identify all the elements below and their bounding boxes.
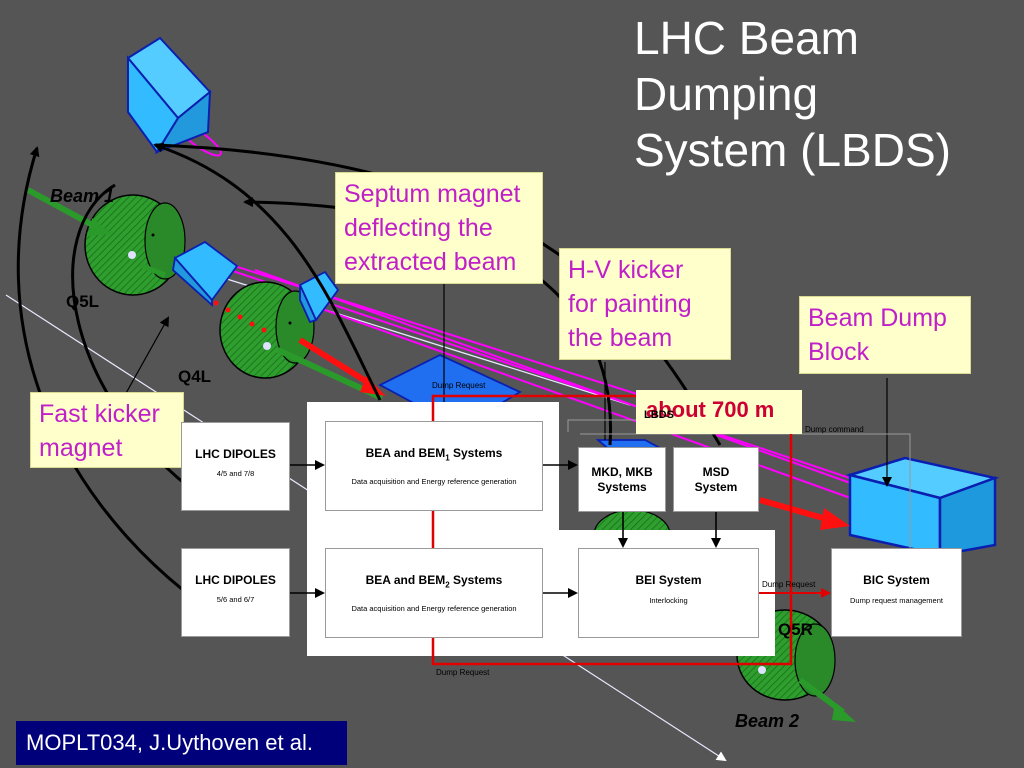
beam-dump-block-callout: Beam Dump Block — [799, 296, 971, 374]
lhc-dipoles-56-67-box: LHC DIPOLES 5/6 and 6/7 — [181, 548, 290, 637]
bea-bem1-title: BEA and BEM1 Systems — [365, 446, 503, 463]
bic-system-sub: Dump request management — [850, 596, 943, 605]
q5r-label: Q5R — [778, 620, 813, 639]
dump-request-label-bottom: Dump Request — [436, 668, 490, 677]
bea-bem1-box: BEA and BEM1 Systems Data acquisition an… — [325, 421, 543, 511]
guide-line-upper — [149, 254, 631, 406]
bea-bem2-title: BEA and BEM2 Systems — [365, 573, 503, 590]
beam-2-label: Beam 2 — [735, 711, 800, 731]
septum-block-top — [126, 36, 212, 155]
beam-2-arrow — [798, 677, 856, 722]
distance-label: about 700 m — [636, 390, 802, 434]
lhc-dipoles-56-67-sub: 5/6 and 6/7 — [216, 595, 255, 604]
bei-system-sub: Interlocking — [649, 596, 688, 605]
lbds-boundary — [431, 394, 793, 666]
fast-kicker-callout: Fast kicker magnet — [30, 392, 184, 468]
bic-system-box: BIC System Dump request management — [831, 548, 962, 637]
lbds-label: LBDS — [644, 409, 674, 421]
beam-1-label: Beam 1 — [50, 186, 115, 206]
bei-system-title: BEI System — [635, 573, 702, 587]
beam-1-arrow — [26, 187, 166, 278]
kicker-box-q5l — [172, 240, 239, 308]
bea-bem1-sub: Data acquisition and Energy reference ge… — [351, 477, 517, 487]
beam-dump-block-graphic — [845, 456, 1000, 557]
bei-system-box: BEI System Interlocking — [578, 548, 759, 638]
diagram-arrows — [289, 460, 721, 598]
q5l-label: Q5L — [66, 292, 100, 311]
bea-bem2-box: BEA and BEM2 Systems Data acquisition an… — [325, 548, 543, 638]
author-credit: MOPLT034, J.Uythoven et al. — [16, 721, 347, 765]
lhc-dipoles-45-78-title: LHC DIPOLES — [195, 447, 276, 461]
lhc-dipoles-45-78-box: LHC DIPOLES 4/5 and 7/8 — [181, 422, 290, 511]
dump-request-label-mid: Dump Request — [762, 580, 816, 589]
lhc-dipoles-45-78-sub: 4/5 and 7/8 — [216, 469, 255, 478]
dump-command-label: Dump command — [805, 425, 864, 434]
lhc-dipoles-56-67-title: LHC DIPOLES — [195, 573, 276, 587]
slide-title: LHC Beam Dumping System (LBDS) — [634, 12, 951, 176]
kicker-box-q4l — [298, 270, 340, 324]
dump-request-label-top: Dump Request — [432, 381, 486, 390]
bic-system-title: BIC System — [863, 573, 930, 587]
bea-bem2-sub: Data acquisition and Energy reference ge… — [351, 604, 517, 614]
septum-magnet-callout: Septum magnet deflecting the extracted b… — [335, 172, 543, 284]
q4l-label: Q4L — [178, 367, 212, 386]
hv-kicker-callout: H-V kicker for painting the beam — [559, 248, 731, 360]
quadrupole-q5l — [84, 194, 186, 296]
